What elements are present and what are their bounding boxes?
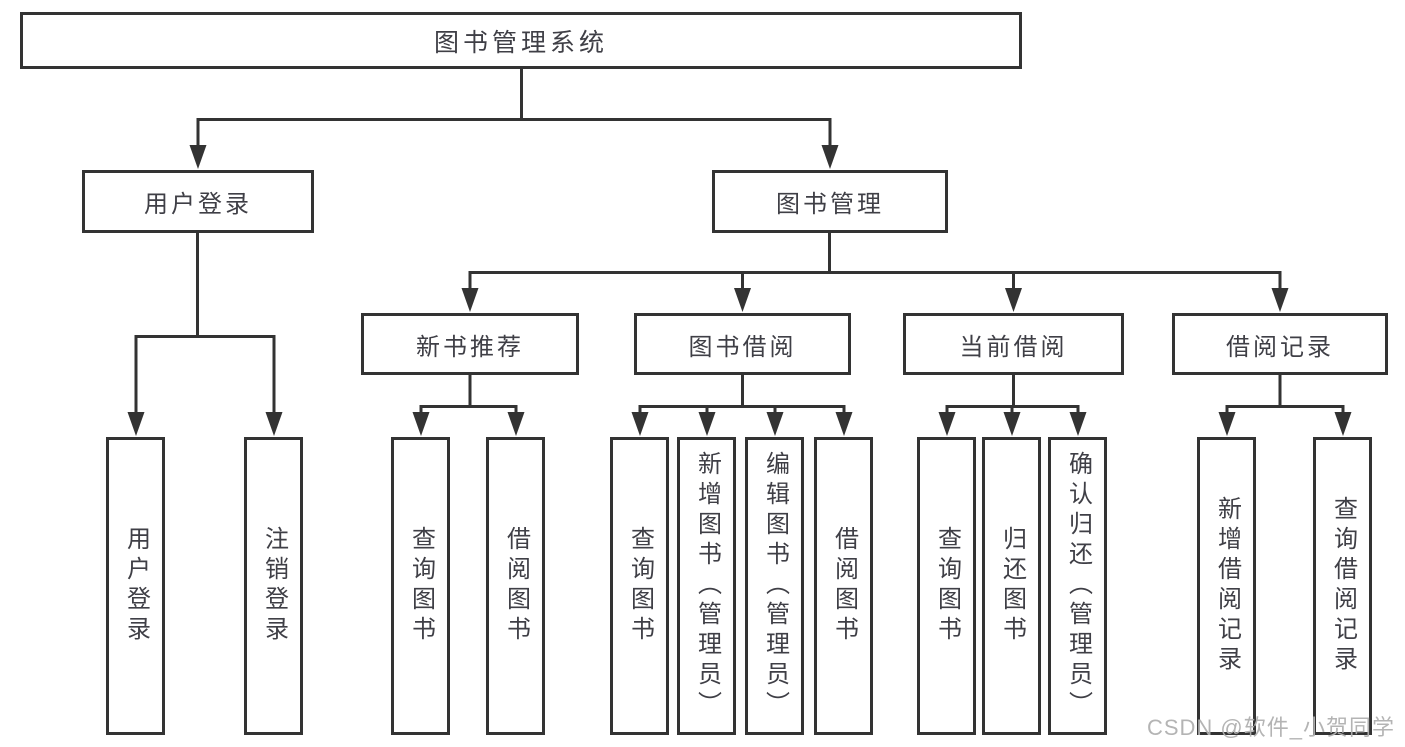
leaf-add-borrow-record: 新增借阅记录 [1197, 437, 1256, 735]
arrowhead-leaf-9 [1003, 412, 1021, 436]
leaf-borrow-books-label: 借阅图书 [830, 526, 858, 646]
connector-newbook-split [419, 405, 518, 415]
arrowhead-leaf-2 [412, 412, 430, 436]
arrowhead-new-book [461, 288, 479, 312]
arrowhead-leaf-3 [507, 412, 525, 436]
node-new-book-recommend: 新书推荐 [361, 313, 579, 375]
node-user-login: 用户登录 [82, 170, 314, 233]
arrowhead-leaf-6 [766, 412, 784, 436]
csdn-watermark: CSDN @软件_小贺同学 [1146, 715, 1395, 740]
leaf-borrow-books: 借阅图书 [814, 437, 873, 735]
node-user-login-label: 用户登录 [144, 191, 252, 218]
leaf-query-borrow-record-label: 查询借阅记录 [1329, 496, 1357, 676]
leaf-user-login-label: 用户登录 [122, 526, 150, 646]
node-borrow-records: 借阅记录 [1172, 313, 1388, 375]
arrowhead-borrow-records [1271, 288, 1289, 312]
arrowhead-leaf-4 [631, 412, 649, 436]
arrowhead-leaf-8 [938, 412, 956, 436]
leaf-return-books: 归还图书 [982, 437, 1041, 735]
node-borrow-records-label: 借阅记录 [1226, 333, 1334, 361]
connector-userlogin-split [134, 335, 276, 415]
leaf-edit-books-admin: 编辑图书（管理员） [745, 437, 804, 735]
node-book-management: 图书管理 [712, 170, 948, 233]
leaf-return-books-label: 归还图书 [998, 526, 1026, 646]
leaf-query-books-borrow-label: 查询图书 [626, 526, 654, 646]
arrowhead-book-management [821, 145, 839, 169]
arrowhead-current-borrow [1005, 288, 1022, 312]
arrowhead-leaf-12 [1334, 412, 1352, 436]
leaf-query-books-recommend-label: 查询图书 [407, 526, 435, 646]
connector-level1-split [196, 118, 832, 146]
leaf-query-books-current: 查询图书 [917, 437, 976, 735]
leaf-query-books-current-label: 查询图书 [933, 526, 961, 646]
leaf-confirm-return-admin-label: 确认归还（管理员） [1064, 451, 1092, 721]
arrowhead-user-login [189, 145, 207, 169]
leaf-add-books-admin: 新增图书（管理员） [677, 437, 736, 735]
arrowhead-leaf-1 [265, 412, 283, 436]
node-book-management-label: 图书管理 [776, 191, 884, 218]
arrowhead-leaf-5 [698, 412, 716, 436]
arrowhead-leaf-0 [127, 412, 145, 436]
arrowhead-leaf-10 [1069, 412, 1087, 436]
leaf-query-books-borrow: 查询图书 [610, 437, 669, 735]
node-book-borrow: 图书借阅 [634, 313, 851, 375]
arrowhead-book-borrow [734, 288, 751, 312]
arrowhead-leaf-7 [835, 412, 853, 436]
leaf-logout: 注销登录 [244, 437, 303, 735]
node-current-borrow: 当前借阅 [903, 313, 1124, 375]
node-new-book-recommend-label: 新书推荐 [416, 333, 524, 361]
connector-bookmgmt-split [468, 271, 1282, 290]
node-current-borrow-label: 当前借阅 [959, 333, 1068, 361]
leaf-query-borrow-record: 查询借阅记录 [1313, 437, 1372, 735]
leaf-confirm-return-admin: 确认归还（管理员） [1048, 437, 1107, 735]
node-root-label: 图书管理系统 [433, 28, 608, 57]
leaf-edit-books-admin-label: 编辑图书（管理员） [761, 451, 789, 721]
leaf-borrow-books-recommend-label: 借阅图书 [502, 526, 530, 646]
leaf-user-login: 用户登录 [106, 437, 165, 735]
connector-records-split [1225, 405, 1345, 415]
node-root-library-system: 图书管理系统 [20, 12, 1022, 69]
leaf-add-borrow-record-label: 新增借阅记录 [1213, 496, 1241, 676]
connector-borrow-split [638, 405, 846, 415]
arrowhead-leaf-11 [1218, 412, 1236, 436]
leaf-logout-label: 注销登录 [260, 526, 288, 646]
leaf-borrow-books-recommend: 借阅图书 [486, 437, 545, 735]
leaf-add-books-admin-label: 新增图书（管理员） [693, 451, 721, 721]
node-book-borrow-label: 图书借阅 [688, 333, 797, 361]
leaf-query-books-recommend: 查询图书 [391, 437, 450, 735]
